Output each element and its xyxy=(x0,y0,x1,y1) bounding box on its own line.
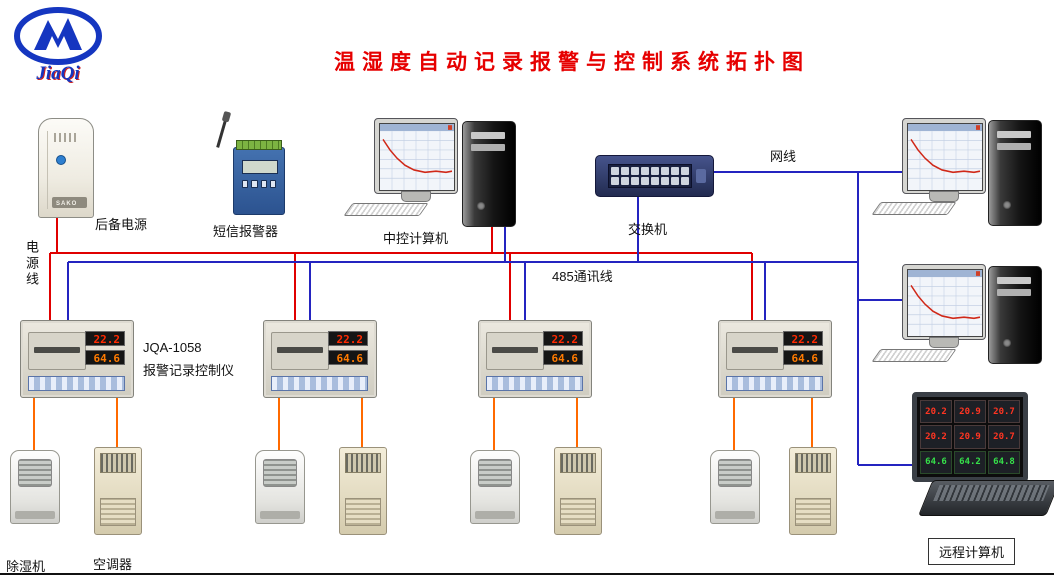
power-line-label: 电源线 xyxy=(24,240,39,288)
trend-chart xyxy=(907,123,983,191)
controller-3: 22.2 64.6 xyxy=(478,320,592,398)
dehumidifier-3 xyxy=(470,450,520,524)
backup-power-label: 后备电源 xyxy=(95,217,148,232)
controller-buttons xyxy=(28,376,125,391)
controller-buttons xyxy=(486,376,583,391)
laptop-reading: 20.9 xyxy=(954,400,986,424)
remote-monitor-a xyxy=(902,118,986,194)
dehumidifier-2 xyxy=(255,450,305,524)
remote-laptop: 20.2 20.9 20.7 20.2 20.9 20.7 64.6 64.2 … xyxy=(912,392,1054,524)
central-computer-label: 中控计算机 xyxy=(383,231,449,246)
controller-buttons xyxy=(271,376,368,391)
temp-display: 22.2 xyxy=(543,331,583,346)
laptop-reading: 64.8 xyxy=(988,450,1020,474)
network-switch xyxy=(595,155,714,197)
central-monitor xyxy=(374,118,458,194)
humidity-display: 64.6 xyxy=(328,350,368,365)
dehumidifier-4 xyxy=(710,450,760,524)
laptop-reading: 64.6 xyxy=(920,450,952,474)
trend-chart xyxy=(907,269,983,337)
remote-computer-label: 远程计算机 xyxy=(928,538,1016,565)
air-conditioner-1 xyxy=(94,447,142,535)
recorder-slot xyxy=(28,332,86,370)
device-lines xyxy=(33,396,813,452)
controller-buttons xyxy=(726,376,823,391)
air-conditioner-label: 空调器 xyxy=(93,557,133,572)
central-tower xyxy=(462,121,516,227)
sms-display xyxy=(242,160,278,174)
comm-lines xyxy=(67,171,914,466)
power-lines xyxy=(49,216,753,321)
dehumidifier-1 xyxy=(10,450,60,524)
recorder-slot xyxy=(486,332,544,370)
temp-display: 22.2 xyxy=(328,331,368,346)
logo-text: JiaQi xyxy=(36,63,80,84)
humidity-display: 64.6 xyxy=(85,350,125,365)
recorder-slot xyxy=(726,332,784,370)
temp-display: 22.2 xyxy=(85,331,125,346)
controller-model-label: JQA-1058 xyxy=(143,340,202,355)
air-conditioner-2 xyxy=(339,447,387,535)
controller-4: 22.2 64.6 xyxy=(718,320,832,398)
controller-name-label: 报警记录控制仪 xyxy=(143,363,235,378)
remote-keyboard-b xyxy=(871,349,957,362)
jiaqi-logo: JiaQi xyxy=(10,6,106,85)
sms-terminal-strip xyxy=(236,140,282,150)
backup-power-device: SAKO xyxy=(38,118,94,218)
ups-vents xyxy=(54,133,76,142)
remote-monitor-b xyxy=(902,264,986,340)
laptop-reading: 20.7 xyxy=(988,425,1020,449)
switch-label: 交换机 xyxy=(628,222,668,237)
dehumidifier-label: 除湿机 xyxy=(6,559,46,574)
laptop-reading: 64.2 xyxy=(954,450,986,474)
laptop-keyboard xyxy=(918,480,1054,516)
comm-line-label: 485通讯线 xyxy=(552,269,613,284)
laptop-reading: 20.7 xyxy=(988,400,1020,424)
laptop-reading: 20.2 xyxy=(920,425,952,449)
sms-alarm-label: 短信报警器 xyxy=(213,224,279,239)
controller-1: 22.2 64.6 xyxy=(20,320,134,398)
humidity-display: 64.6 xyxy=(783,350,823,365)
air-conditioner-3 xyxy=(554,447,602,535)
laptop-reading: 20.9 xyxy=(954,425,986,449)
recorder-slot xyxy=(271,332,329,370)
ups-power-led xyxy=(56,155,66,165)
laptop-screen: 20.2 20.9 20.7 20.2 20.9 20.7 64.6 64.2 … xyxy=(912,392,1028,482)
remote-keyboard-a xyxy=(871,202,957,215)
jiaqi-logo-emblem xyxy=(14,7,102,65)
controller-2: 22.2 64.6 xyxy=(263,320,377,398)
temp-display: 22.2 xyxy=(783,331,823,346)
humidity-display: 64.6 xyxy=(543,350,583,365)
sms-alarm-device xyxy=(216,120,285,215)
remote-tower-b xyxy=(988,266,1042,364)
air-conditioner-4 xyxy=(789,447,837,535)
network-cable-label: 网线 xyxy=(770,149,797,164)
trend-chart xyxy=(379,123,455,191)
ups-brand-text: SAKO xyxy=(56,201,78,207)
laptop-reading: 20.2 xyxy=(920,400,952,424)
switch-ports xyxy=(608,164,692,188)
remote-tower-a xyxy=(988,120,1042,226)
sms-buttons xyxy=(242,180,276,188)
page-title: 温湿度自动记录报警与控制系统拓扑图 xyxy=(334,51,810,74)
central-keyboard xyxy=(343,203,429,216)
